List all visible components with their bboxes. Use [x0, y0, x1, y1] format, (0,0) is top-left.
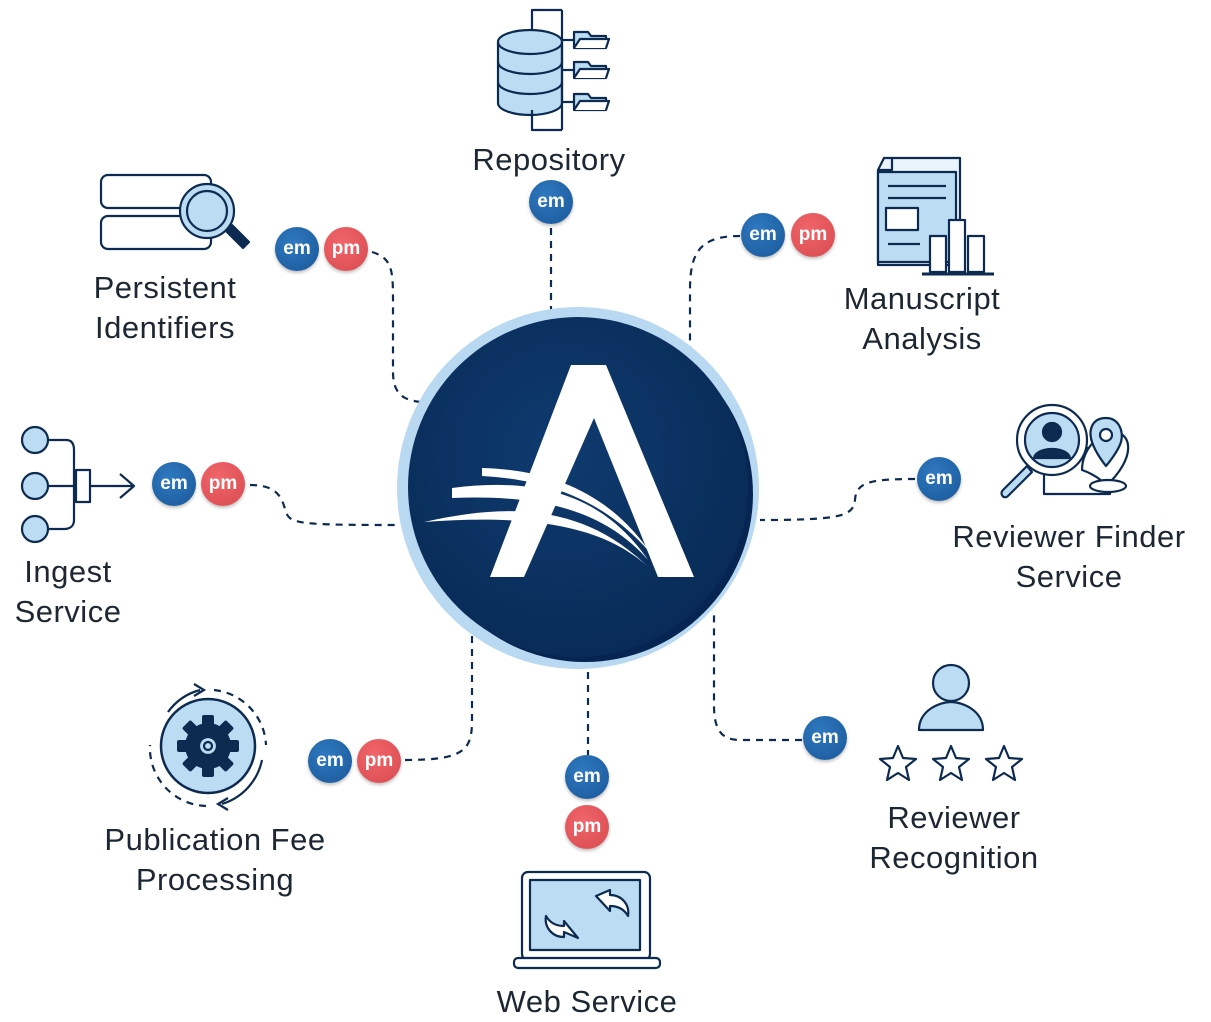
pm-badge: pm [357, 739, 401, 783]
label-line: Reviewer [887, 800, 1021, 835]
database-folders-icon [496, 8, 611, 132]
label-line: Service [14, 594, 122, 629]
label-line: Web Service [496, 984, 678, 1019]
label-persistent-identifiers: Persistent Identifiers [55, 268, 275, 348]
label-line: Service [1015, 559, 1123, 594]
label-line: Identifiers [95, 310, 235, 345]
connectors [249, 228, 916, 762]
label-line: Persistent [93, 270, 237, 305]
reviewer-search-location-icon [1000, 403, 1130, 499]
ingest-flow-icon [20, 425, 136, 544]
editorial-manager-logo [424, 365, 694, 577]
em-badge: em [275, 227, 319, 271]
connector-persistent [371, 250, 421, 404]
search-records-icon [99, 173, 251, 251]
label-line: Ingest [24, 554, 112, 589]
label-line: Processing [135, 862, 295, 897]
em-badge: em [803, 716, 847, 760]
em-badge: em [152, 462, 196, 506]
connector-ingest [249, 483, 401, 527]
connector-publication-fee [404, 632, 474, 762]
connector-reviewer-finder [759, 477, 916, 522]
connector-reviewer-recognition [712, 615, 802, 742]
em-badge: em [529, 180, 573, 224]
label-line: Manuscript [843, 281, 1001, 316]
pm-badge: pm [565, 805, 609, 849]
em-badge: em [917, 457, 961, 501]
em-badge: em [308, 739, 352, 783]
pm-badge: pm [791, 213, 835, 257]
pm-badge: pm [324, 227, 368, 271]
label-line: Analysis [862, 321, 982, 356]
label-reviewer-finder-service: Reviewer Finder Service [930, 517, 1208, 597]
em-badge: em [565, 755, 609, 799]
label-repository: Repository [449, 140, 649, 180]
connector-manuscript [688, 234, 741, 352]
central-hub [397, 307, 759, 669]
label-ingest-service: Ingest Service [0, 552, 136, 632]
label-manuscript-analysis: Manuscript Analysis [812, 279, 1032, 359]
em-badge: em [741, 213, 785, 257]
laptop-exchange-icon [512, 870, 662, 970]
document-chart-icon [876, 156, 994, 276]
label-publication-fee-processing: Publication Fee Processing [70, 820, 360, 900]
label-web-service: Web Service [462, 982, 712, 1022]
person-stars-icon [878, 663, 1024, 782]
label-line: Publication Fee [104, 822, 326, 857]
label-line: Repository [472, 142, 626, 177]
pm-badge: pm [201, 462, 245, 506]
label-line: Reviewer Finder [952, 519, 1186, 554]
gear-cycle-icon [148, 683, 268, 811]
label-reviewer-recognition: Reviewer Recognition [834, 798, 1074, 878]
label-line: Recognition [869, 840, 1039, 875]
